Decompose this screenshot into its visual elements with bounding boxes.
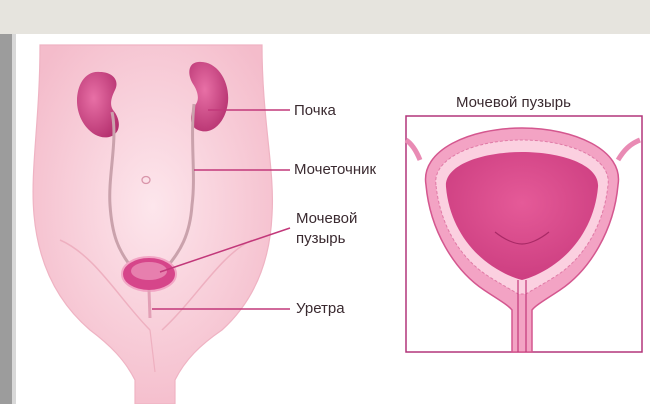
label-urethra: Уретра xyxy=(296,300,345,317)
inset-title: Мочевой пузырь xyxy=(456,94,571,111)
urethra xyxy=(149,290,150,318)
label-bladder-line2: пузырь xyxy=(296,230,345,247)
label-ureter: Мочеточник xyxy=(294,161,376,178)
label-bladder-line1: Мочевой xyxy=(296,210,357,227)
label-kidney: Почка xyxy=(294,102,336,119)
